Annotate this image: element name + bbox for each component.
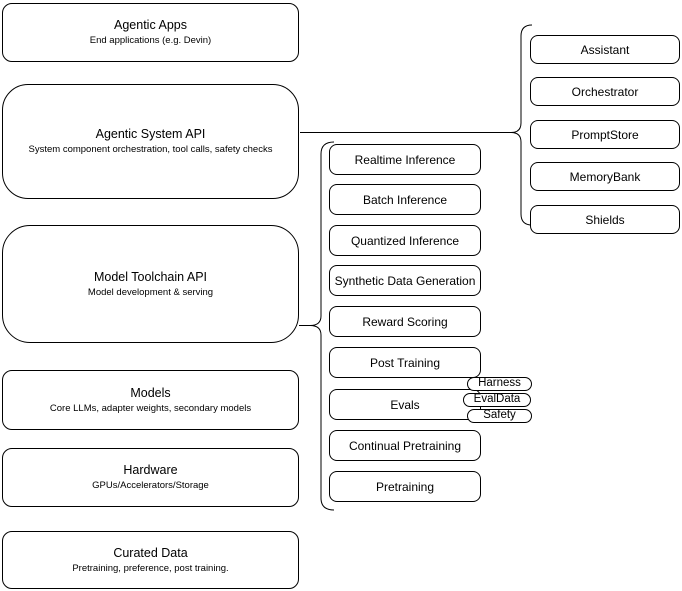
box-curated-data: Curated Data Pretraining, preference, po… (2, 531, 299, 589)
box-memorybank: MemoryBank (530, 162, 680, 191)
pill-harness: Harness (467, 377, 532, 391)
box-subtitle: Core LLMs, adapter weights, secondary mo… (49, 402, 252, 414)
box-agentic-system-api: Agentic System API System component orch… (2, 84, 299, 199)
box-pretraining: Pretraining (329, 471, 481, 502)
box-hardware: Hardware GPUs/Accelerators/Storage (2, 448, 299, 507)
box-assistant: Assistant (530, 35, 680, 64)
box-orchestrator: Orchestrator (530, 77, 680, 106)
box-models: Models Core LLMs, adapter weights, secon… (2, 370, 299, 430)
box-title: Agentic Apps (114, 18, 187, 33)
box-shields: Shields (530, 205, 680, 234)
box-title: Agentic System API (95, 127, 206, 142)
box-quantized-inference: Quantized Inference (329, 225, 481, 256)
pill-evaldata: EvalData (463, 393, 531, 407)
box-reward-scoring: Reward Scoring (329, 306, 481, 337)
box-model-toolchain-api: Model Toolchain API Model development & … (2, 225, 299, 343)
box-title: Models (130, 385, 171, 400)
box-subtitle: System component orchestration, tool cal… (28, 144, 273, 156)
system-components-brace (510, 24, 533, 226)
box-continual-pretraining: Continual Pretraining (329, 430, 481, 461)
box-title: Model Toolchain API (93, 269, 208, 284)
box-title: Hardware (123, 463, 178, 478)
box-evals: Evals (329, 389, 481, 420)
box-post-training: Post Training (329, 347, 481, 378)
box-subtitle: End applications (e.g. Devin) (89, 35, 212, 47)
box-synthetic-data-generation: Synthetic Data Generation (329, 265, 481, 296)
box-promptstore: PromptStore (530, 120, 680, 149)
pill-safety: Safety (467, 409, 532, 423)
box-subtitle: Pretraining, preference, post training. (72, 562, 229, 574)
box-subtitle: GPUs/Accelerators/Storage (92, 480, 209, 492)
box-subtitle: Model development & serving (87, 286, 214, 298)
box-realtime-inference: Realtime Inference (329, 144, 481, 175)
box-title: Curated Data (113, 545, 188, 560)
box-batch-inference: Batch Inference (329, 184, 481, 215)
box-agentic-apps: Agentic Apps End applications (e.g. Devi… (2, 3, 299, 62)
